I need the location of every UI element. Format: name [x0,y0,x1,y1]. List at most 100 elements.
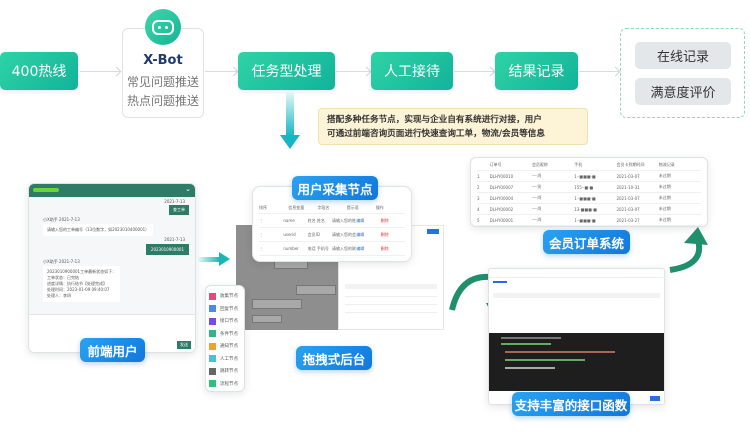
send-button[interactable]: 发送 [177,341,191,349]
delete-link[interactable]: 删除 [380,245,389,251]
connector [205,71,237,72]
step-400-hotline: 400热线 [0,52,78,90]
note-line: 搭配多种任务节点，实现与企业自有系统进行对接，用户 [327,115,542,125]
palette-node-item[interactable]: 跳转节点 [209,365,241,378]
chevron-down-icon[interactable]: ⌄ [185,185,191,193]
node-palette: 收集节点回复节点接口节点条件节点通知节点人工节点跳转节点流程节点 [205,285,245,392]
message-bubble: 2023010900001工单最新状态如下： 工单状态：已完结 进度详情：执行结… [43,266,121,302]
table-cell: DLHY00004 [489,195,514,201]
chat-window: ⌄ 2021-7-13 查工单 小X助手 2021-7-13 请输入您的工单编号… [28,183,196,353]
palette-node-label: 流程节点 [220,381,238,387]
table-cell: 2 [477,184,480,190]
bot-name: 小X助手 2021-7-13 [43,259,80,264]
step-label: 人工接待 [384,64,440,80]
palette-node-label: 人工节点 [220,356,238,362]
edit-link[interactable]: 编辑 [356,231,365,237]
edit-link[interactable]: 编辑 [356,245,365,251]
message-bubble: 2023010900001 [145,244,189,255]
table-cell: 2021-03-07 [616,206,640,212]
connector [579,71,619,72]
table-cell: 2021-10-31 [616,184,640,190]
table-cell: —·鸿 [531,173,542,178]
table-cell: 2021-03-07 [616,195,640,201]
api-function-editor [488,268,665,405]
save-button[interactable] [650,396,660,401]
node-icon [209,367,216,375]
description-note: 搭配多种任务节点，实现与企业自有系统进行对接，用户 可通过前端咨询页面进行快速查… [318,108,588,145]
table-row: 2 DLHY00007 —·贤 155··■·■ 2021-10-31 未过期 [477,182,701,193]
table-cell: 1··■■■·■ [574,195,596,201]
xbot-card: X-Bot 常见问题推送 热点问题推送 [122,9,204,118]
step-label: 结果记录 [508,64,565,80]
down-arrow-head [280,135,300,149]
curved-arrow-icon [669,227,708,273]
right-arrow-head [219,252,230,266]
label-collect-node: 用户采集节点 [292,176,378,200]
note-line: 可通过前端咨询页面进行快速查询工单，物流/会员等信息 [327,129,545,139]
table-cell: DLHY00007 [489,184,514,190]
code-editor[interactable] [489,333,664,391]
palette-node-item[interactable]: 收集节点 [209,290,241,303]
table-cell: —·鸿 [531,217,542,222]
connector [454,71,494,72]
delete-link[interactable]: 删除 [380,231,389,237]
palette-node-label: 收集节点 [220,294,238,300]
table-cell: —·贤 [531,184,542,189]
step-result: 结果记录 [495,52,578,90]
palette-node-item[interactable]: 条件节点 [209,328,241,341]
palette-node-label: 跳转节点 [220,369,238,375]
table-cell: 未过期 [658,195,671,200]
palette-node-item[interactable]: 通知节点 [209,340,241,353]
table-header: 订单号会员昵称手机会员卡到期时间物流记录 [477,160,701,171]
connector [336,71,370,72]
right-arrow-icon [198,257,220,262]
palette-node-item[interactable]: 接口节点 [209,315,241,328]
table-cell: 3 [477,195,480,201]
confirm-button[interactable] [427,229,439,234]
output-online-record: 在线记录 [635,42,731,69]
table-cell: 155··■·■ [574,184,594,190]
label-frontend-user: 前端用户 [80,338,145,362]
table-cell: 1··■■■·■ [574,217,596,223]
node-icon [209,380,216,388]
node-icon [209,330,216,338]
tab-active[interactable] [493,281,507,283]
table-cell: 未过期 [658,184,671,189]
table-header: 排序信息变量字段名提示语操作 [259,203,405,214]
table-cell: DLHY00010 [489,173,514,179]
node-icon [209,355,216,363]
table-cell: 2021-03-07 [616,173,640,179]
node-icon [209,305,216,313]
message-bubble: 请输入您的工单编号（13位数字，如2023010400001） [43,224,154,236]
output-satisfaction: 满意度评价 [635,78,731,105]
bot-name: 小X助手 2021-7-13 [43,217,80,222]
step-label: 任务型处理 [251,64,322,80]
node-icon [209,317,216,325]
table-cell: 5 [477,217,480,223]
table-cell: DLHY00001 [489,217,514,223]
table-cell: 1··■■■·■ [574,173,596,179]
palette-node-label: 接口节点 [220,319,238,325]
table-cell: 未过期 [658,217,671,222]
xbot-line: 热点问题推送 [126,94,199,108]
step-human: 人工接待 [371,52,453,90]
xbot-title: X-Bot [143,53,183,68]
label-drag-backend: 拖拽式后台 [296,346,372,370]
message-time: 2021-7-13 [164,237,185,242]
down-arrow-icon [286,92,294,136]
palette-node-label: 条件节点 [220,331,238,337]
connector [80,71,120,72]
palette-node-item[interactable]: 流程节点 [209,378,241,391]
palette-node-item[interactable]: 人工节点 [209,353,241,366]
table-cell: 未过期 [658,173,671,178]
palette-node-item[interactable]: 回复节点 [209,303,241,316]
delete-link[interactable]: 删除 [380,217,389,223]
edit-link[interactable]: 编辑 [356,217,365,223]
table-cell: 13·■■■·■ [574,206,597,212]
